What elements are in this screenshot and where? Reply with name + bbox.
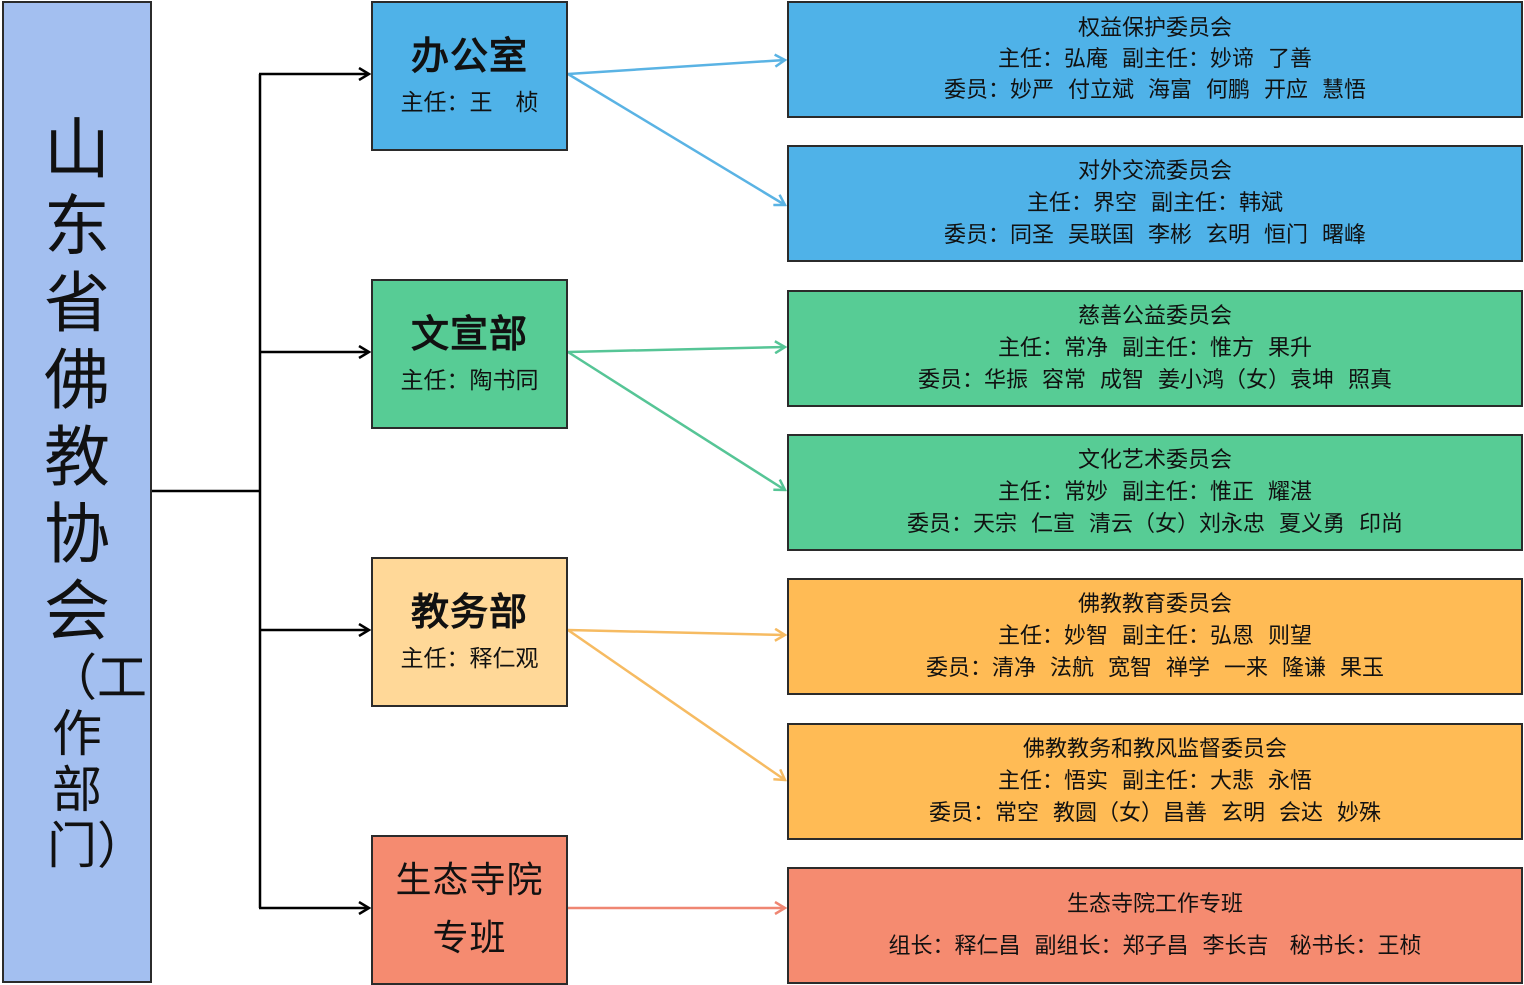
arrow-affairs-education	[567, 630, 785, 635]
committee-supervision: 佛教教务和教风监督委员会 主任：悟实 副主任：大悲 永悟 委员：常空 教圆（女）…	[787, 723, 1523, 840]
committee-ecology-team: 生态寺院工作专班 组长：释仁昌 副组长：郑子昌 李长吉 秘书长：王桢	[787, 867, 1523, 984]
committee-members: 委员：华振 容常 成智 姜小鸿（女）袁坤 照真	[918, 367, 1392, 393]
dept-office: 办公室 主任：王 桢	[371, 1, 568, 151]
committee-leaders: 主任：弘庵 副主任：妙谛 了善	[998, 47, 1312, 72]
committee-leaders: 主任：界空 副主任：韩斌	[1027, 190, 1283, 216]
committee-name: 文化艺术委员会	[1077, 447, 1232, 473]
committee-exchange: 对外交流委员会 主任：界空 副主任：韩斌 委员：同圣 吴联国 李彬 玄明 恒门 …	[787, 145, 1523, 262]
dept-director: 主任：陶书同	[400, 368, 539, 394]
arrow-office-exchange	[567, 72, 785, 205]
committee-name: 对外交流委员会	[1077, 158, 1232, 184]
dept-title: 文宣部	[410, 312, 528, 356]
dept-title: 生态寺院专班	[395, 860, 544, 959]
committee-members: 委员：同圣 吴联国 李彬 玄明 恒门 曙峰	[944, 222, 1366, 248]
dept-ecology: 生态寺院专班	[371, 835, 568, 985]
root-title: 山东省佛教协会	[44, 110, 110, 650]
committee-leaders: 主任：悟实 副主任：大悲 永悟	[998, 768, 1312, 794]
committee-name: 生态寺院工作专班	[1066, 891, 1243, 917]
arrow-publicity-culture	[567, 350, 785, 490]
root-subtitle: （工作部门）	[47, 648, 147, 875]
committee-leaders: 主任：常妙 副主任：惟正 耀湛	[998, 479, 1312, 505]
committee-members: 委员：天宗 仁宣 清云（女）刘永忠 夏义勇 印尚	[907, 511, 1403, 537]
committee-members: 委员：妙严 付立斌 海富 何鹏 开应 慧悟	[944, 78, 1366, 103]
dept-publicity: 文宣部 主任：陶书同	[371, 279, 568, 429]
committee-rights: 权益保护委员会 主任：弘庵 副主任：妙谛 了善 委员：妙严 付立斌 海富 何鹏 …	[787, 1, 1523, 118]
committee-members: 委员：常空 教圆（女）昌善 玄明 会达 妙殊	[929, 800, 1381, 826]
root-node: 山东省佛教协会 （工作部门）	[2, 1, 152, 983]
arrow-publicity-charity	[567, 347, 785, 352]
committee-leaders: 主任：常净 副主任：惟方 果升	[998, 335, 1312, 361]
dept-director: 主任：王 桢	[400, 90, 539, 116]
committee-culture: 文化艺术委员会 主任：常妙 副主任：惟正 耀湛 委员：天宗 仁宣 清云（女）刘永…	[787, 434, 1523, 551]
committee-education: 佛教教育委员会 主任：妙智 副主任：弘恩 则望 委员：清净 法航 宽智 禅学 一…	[787, 578, 1523, 695]
dept-title: 教务部	[410, 590, 528, 634]
committee-members: 委员：清净 法航 宽智 禅学 一来 隆谦 果玉	[926, 655, 1384, 681]
committee-leaders: 主任：妙智 副主任：弘恩 则望	[998, 623, 1312, 649]
arrow-office-rights	[567, 60, 785, 76]
committee-name: 佛教教务和教风监督委员会	[1022, 736, 1287, 762]
dept-affairs: 教务部 主任：释仁观	[371, 557, 568, 707]
dept-title: 办公室	[410, 34, 528, 78]
arrow-affairs-supervision	[567, 628, 785, 780]
committee-charity: 慈善公益委员会 主任：常净 副主任：惟方 果升 委员：华振 容常 成智 姜小鸿（…	[787, 290, 1523, 407]
committee-leaders: 组长：释仁昌 副组长：郑子昌 李长吉 秘书长：王桢	[888, 933, 1422, 959]
dept-director: 主任：释仁观	[400, 646, 539, 672]
committee-name: 慈善公益委员会	[1077, 303, 1232, 329]
committee-name: 权益保护委员会	[1077, 16, 1232, 41]
committee-name: 佛教教育委员会	[1077, 591, 1232, 617]
